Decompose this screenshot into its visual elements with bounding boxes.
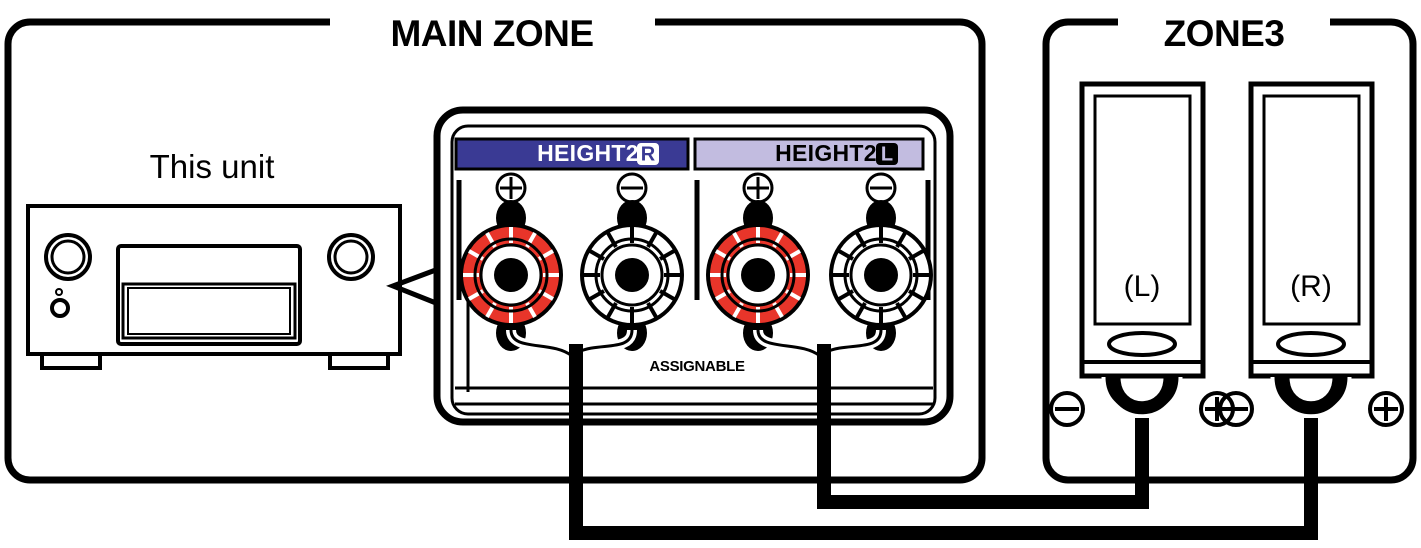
- speaker-right-driver-panel: [1262, 94, 1361, 326]
- binding-post-height2-r-plus[interactable]: [459, 200, 563, 351]
- speaker-right-leads: [1270, 376, 1352, 417]
- receiver-foot-left: [40, 352, 102, 370]
- zone3-border: [1042, 18, 1417, 484]
- speaker-cable-right-channel: [506, 329, 1318, 540]
- speaker-cable-left-channel: [753, 329, 1149, 509]
- channel-badge-letter-l: L: [881, 143, 893, 165]
- zone3-title: ZONE3: [1164, 13, 1285, 54]
- receiver-power-led: [55, 288, 63, 296]
- channel-badge-letter-r: R: [641, 143, 656, 165]
- channel-badge-box-l: [876, 143, 898, 165]
- receiver-caption: This unit: [150, 148, 275, 185]
- speaker-right-label: (R): [1290, 270, 1332, 303]
- channel-badge-box-r: [637, 143, 659, 165]
- receiver-callout-pointer: [386, 265, 442, 308]
- terminal-panel: HEIGHT2 R HEIGHT2 L: [433, 106, 954, 426]
- assignable-label: ASSIGNABLE: [649, 358, 745, 375]
- channel-label-text-r: HEIGHT2: [537, 140, 639, 166]
- speaker-left-driver-panel: [1093, 94, 1192, 326]
- speaker-left-label: (L): [1124, 270, 1161, 303]
- channel-label-height2-r: HEIGHT2 R: [454, 137, 690, 171]
- channel-label-height2-l: HEIGHT2 L: [693, 137, 925, 171]
- speaker-left-leads: [1101, 376, 1183, 417]
- speaker-right: (R): [1248, 81, 1375, 379]
- main-zone-border: [4, 18, 986, 484]
- channel-label-text-l: HEIGHT2: [775, 140, 877, 166]
- receiver-power-button[interactable]: [50, 298, 70, 318]
- speaker-left-port: [1107, 331, 1177, 357]
- speaker-right-port: [1276, 331, 1346, 357]
- receiver-foot-right: [328, 352, 390, 370]
- main-zone-title: MAIN ZONE: [390, 13, 593, 54]
- binding-post-height2-l-minus[interactable]: [829, 200, 933, 351]
- binding-post-height2-l-plus[interactable]: [706, 200, 810, 351]
- speaker-polarity-symbols: [1049, 391, 1404, 427]
- av-receiver: [26, 204, 402, 370]
- panel-ruled-lines: [455, 300, 933, 406]
- speaker-left: (L): [1079, 81, 1206, 379]
